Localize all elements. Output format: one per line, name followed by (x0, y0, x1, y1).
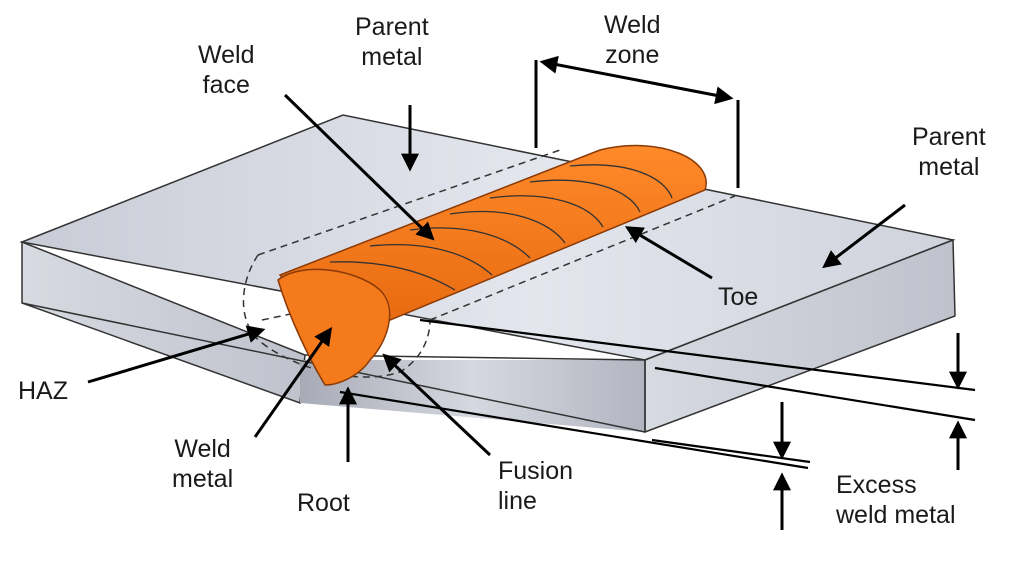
label-parent-metal-top: Parent metal (355, 12, 429, 72)
weld-metal-arrow (253, 327, 333, 438)
label-weld-zone-line2: zone (605, 41, 660, 69)
label-parent-metal-top-line2: metal (361, 43, 423, 71)
label-parent-metal-top-line1: Parent (355, 13, 429, 41)
label-fusion-line-line1: Fusion (498, 457, 574, 485)
label-excess-weld-metal: Excess weld metal (836, 470, 956, 530)
label-parent-metal-right-line1: Parent (912, 123, 986, 151)
leader-arrows (87, 93, 906, 462)
excess-weld-dimension (339, 318, 976, 530)
label-excess-weld-metal-line2: weld metal (836, 501, 956, 529)
fusion-line-arrow (382, 353, 492, 457)
label-weld-face-line1: Weld (198, 41, 255, 69)
weld-cross-section (277, 268, 391, 386)
label-haz: HAZ (18, 377, 68, 405)
parent-metal-right-arrow (822, 203, 906, 269)
haz-arrow (87, 325, 266, 384)
label-weld-face: Weld face (198, 40, 255, 100)
label-parent-metal-right-line2: metal (918, 153, 980, 181)
weld-face-arrow (283, 93, 435, 241)
weld-zone-bracket (534, 55, 740, 188)
haz-boundary-front (261, 319, 431, 378)
fusion-line-back (257, 149, 561, 256)
weld-ripples (329, 164, 673, 291)
toe-arrow (624, 226, 713, 280)
label-fusion-line-line2: line (498, 487, 537, 515)
label-weld-zone-line1: Weld (604, 11, 661, 39)
label-weld-face-line2: face (202, 71, 250, 99)
weld-bead (277, 144, 707, 386)
label-fusion-line: Fusion line (498, 456, 573, 516)
label-toe: Toe (718, 283, 759, 311)
label-weld-metal-line2: metal (172, 465, 234, 493)
label-weld-metal: Weld metal (172, 434, 233, 494)
label-root: Root (297, 489, 350, 517)
label-excess-weld-metal-line1: Excess (836, 471, 917, 499)
label-parent-metal-right: Parent metal (912, 122, 986, 182)
label-weld-metal-line1: Weld (174, 435, 231, 463)
fusion-line-side (429, 195, 736, 321)
label-weld-zone: Weld zone (604, 10, 661, 70)
